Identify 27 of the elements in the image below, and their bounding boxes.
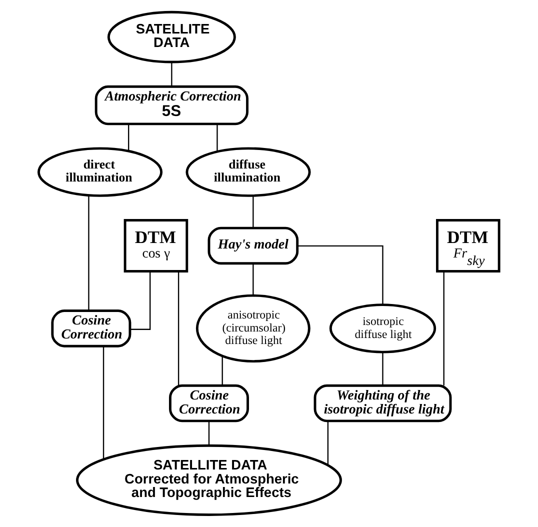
connector: [171, 62, 172, 86]
connector: [88, 195, 90, 311]
node-ellipse: SATELLITE DATA: [107, 10, 236, 64]
connector: [208, 421, 210, 446]
connector: [102, 346, 104, 460]
connector: [178, 271, 180, 386]
connector: [128, 124, 130, 151]
connector: [130, 271, 151, 330]
connector: [382, 352, 384, 386]
node-box: Weighting of the isotropic diffuse light: [314, 384, 452, 422]
node-ellipse: anisotropic (circumsolar) diffuse light: [196, 294, 310, 363]
connector: [443, 271, 444, 386]
connector: [222, 356, 223, 386]
node-ellipse: direct illumination: [37, 147, 163, 197]
connector: [252, 196, 254, 228]
connector: [216, 124, 218, 152]
node-box: DTM cos γ: [124, 218, 188, 272]
node-box: Cosine Correction: [51, 310, 132, 348]
connector: [252, 264, 254, 296]
node-ellipse: isotropic diffuse light: [329, 304, 436, 354]
node-ellipse: SATELLITE DATA Corrected for Atmospheric and Topographic Effects: [76, 444, 342, 516]
node-box: Hay's model: [208, 226, 299, 265]
node-ellipse: diffuse illumination: [186, 147, 311, 197]
node-box: Atmospheric Correction 5S: [94, 85, 248, 126]
connector: [297, 245, 384, 305]
node-box: Cosine Correction: [168, 384, 249, 422]
connector: [327, 421, 329, 466]
